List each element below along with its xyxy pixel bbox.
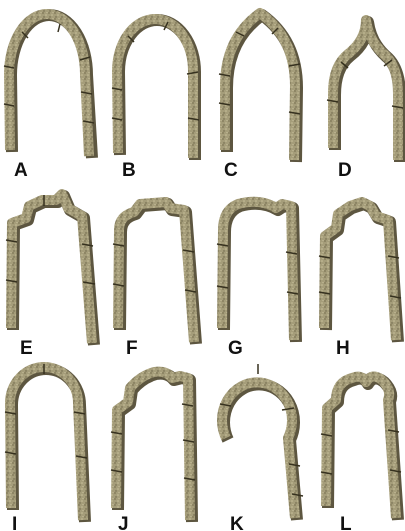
arch-i-label: I bbox=[12, 514, 17, 531]
arch-a-stone bbox=[9, 14, 89, 156]
arch-g: G bbox=[217, 202, 298, 359]
arch-g-stone bbox=[222, 202, 294, 340]
arch-h-label: H bbox=[336, 338, 350, 359]
arch-j: J bbox=[111, 372, 195, 531]
arch-j-stone bbox=[116, 372, 190, 520]
arch-b-stone bbox=[117, 19, 193, 158]
arch-k-label: K bbox=[230, 514, 244, 531]
arch-k: K bbox=[220, 364, 303, 531]
arch-c: C bbox=[219, 13, 300, 181]
arch-l: L bbox=[321, 376, 401, 531]
arch-d-shadow bbox=[335, 22, 400, 162]
arch-j-label: J bbox=[118, 514, 129, 531]
arch-l-label: L bbox=[340, 514, 352, 531]
arch-b-label: B bbox=[122, 160, 136, 181]
arch-c-label: C bbox=[224, 160, 238, 181]
arch-d-stone bbox=[333, 20, 398, 160]
arch-l-stone bbox=[326, 376, 396, 518]
arch-e-stone bbox=[11, 194, 92, 343]
arch-a-label: A bbox=[14, 160, 28, 181]
arch-i: I bbox=[5, 364, 87, 531]
arch-g-shadow bbox=[224, 204, 296, 342]
arch-h: H bbox=[319, 202, 401, 359]
arch-e: E bbox=[6, 194, 95, 359]
arch-g-label: G bbox=[228, 338, 243, 359]
arch-b: B bbox=[112, 19, 199, 181]
arch-d-label: D bbox=[338, 160, 352, 181]
arch-h-stone bbox=[324, 202, 396, 340]
arch-c-stone bbox=[225, 13, 295, 160]
arch-f-label: F bbox=[126, 338, 138, 359]
arch-f: F bbox=[113, 202, 196, 359]
arch-a: A bbox=[4, 14, 94, 181]
arch-d: D bbox=[327, 20, 403, 181]
arch-e-label: E bbox=[20, 338, 33, 359]
